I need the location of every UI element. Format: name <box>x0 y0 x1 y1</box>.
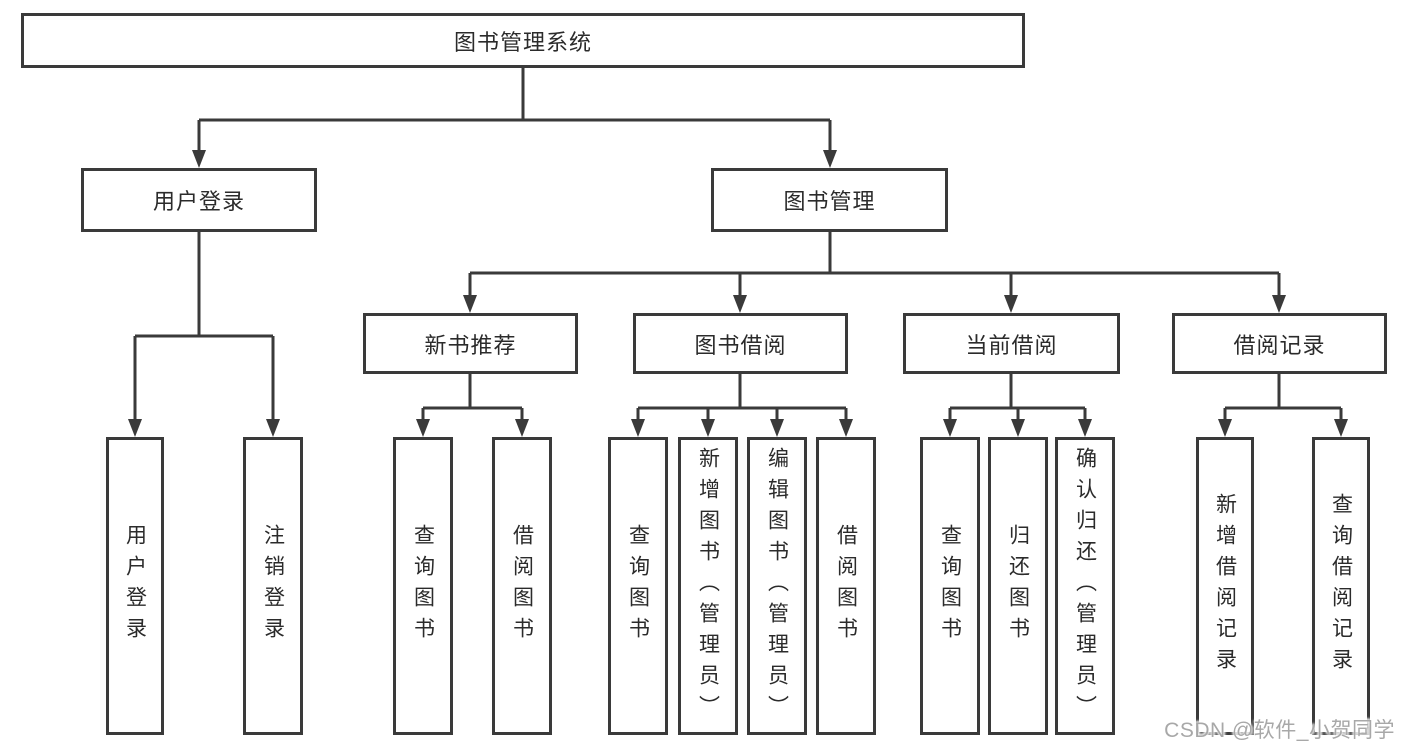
node-borrowing-records: 借阅记录 <box>1172 313 1387 374</box>
node-book-borrowing: 图书借阅 <box>633 313 848 374</box>
leaf-label: 新增借阅记录 <box>1213 493 1237 679</box>
leaf-label: 新增图书（管理员） <box>696 446 720 726</box>
leaf-query-books-recommend: 查询图书 <box>393 437 453 735</box>
node-user-login: 用户登录 <box>81 168 317 232</box>
leaf-add-borrow-record: 新增借阅记录 <box>1196 437 1254 735</box>
leaf-label: 借阅图书 <box>834 524 858 648</box>
node-current-borrowing: 当前借阅 <box>903 313 1120 374</box>
leaf-label: 编辑图书（管理员） <box>765 446 789 726</box>
node-label: 借阅记录 <box>1233 332 1326 358</box>
watermark: CSDN @软件_小贺同学 <box>1164 719 1395 742</box>
leaf-query-books-current: 查询图书 <box>920 437 980 735</box>
leaf-label: 归还图书 <box>1006 524 1030 648</box>
node-new-book-recommendation: 新书推荐 <box>363 313 578 374</box>
node-label: 图书借阅 <box>694 332 787 358</box>
node-label: 图书管理系统 <box>453 29 592 55</box>
node-label: 新书推荐 <box>424 332 517 358</box>
leaf-label: 查询图书 <box>626 524 650 648</box>
leaf-label: 借阅图书 <box>510 524 534 648</box>
leaf-label: 查询图书 <box>411 524 435 648</box>
leaf-edit-books-admin: 编辑图书（管理员） <box>747 437 807 735</box>
leaf-user-login: 用户登录 <box>106 437 164 735</box>
leaf-return-books: 归还图书 <box>988 437 1048 735</box>
node-label: 图书管理 <box>783 189 876 214</box>
leaf-label: 确认归还（管理员） <box>1073 446 1097 726</box>
leaf-label: 查询图书 <box>938 524 962 648</box>
leaf-query-books-borrow: 查询图书 <box>608 437 668 735</box>
node-label: 当前借阅 <box>965 332 1058 358</box>
leaf-confirm-return-admin: 确认归还（管理员） <box>1055 437 1115 735</box>
node-label: 用户登录 <box>152 189 245 214</box>
leaf-query-borrow-record: 查询借阅记录 <box>1312 437 1370 735</box>
leaf-borrow-books-recommend: 借阅图书 <box>492 437 552 735</box>
leaf-label: 用户登录 <box>123 524 147 648</box>
arrowheads <box>128 150 1348 437</box>
leaf-label: 查询借阅记录 <box>1329 493 1353 679</box>
node-library-management-system: 图书管理系统 <box>21 13 1025 68</box>
leaf-borrow-books-borrow: 借阅图书 <box>816 437 876 735</box>
leaf-logout: 注销登录 <box>243 437 303 735</box>
leaf-add-books-admin: 新增图书（管理员） <box>678 437 738 735</box>
node-book-management: 图书管理 <box>711 168 948 232</box>
leaf-label: 注销登录 <box>261 524 285 648</box>
